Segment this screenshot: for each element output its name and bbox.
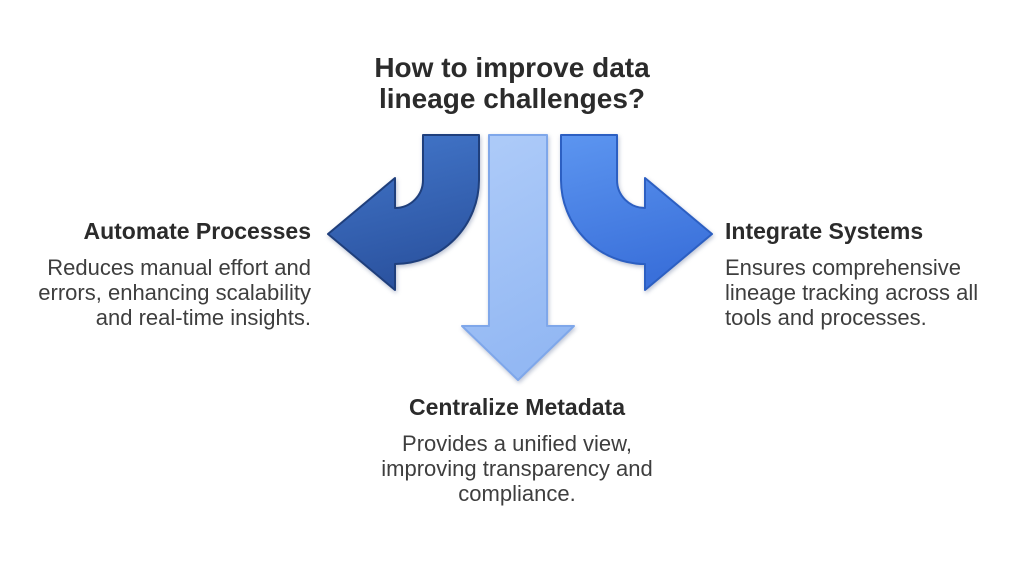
curved-right-arrow-icon <box>560 134 713 291</box>
item-centralize-metadata: Centralize Metadata Provides a unified v… <box>317 394 717 506</box>
item-body-integrate-systems: Ensures comprehensive lineage tracking a… <box>725 255 979 330</box>
item-automate-processes: Automate Processes Reduces manual effort… <box>1 218 311 330</box>
item-integrate-systems: Integrate Systems Ensures comprehensive … <box>725 218 1024 330</box>
item-heading-integrate-systems: Integrate Systems <box>725 218 924 244</box>
item-heading-automate-processes: Automate Processes <box>83 218 311 244</box>
page-title: How to improve data lineage challenges? <box>374 52 650 114</box>
item-heading-centralize-metadata: Centralize Metadata <box>408 394 625 420</box>
item-body-centralize-metadata: Provides a unified view, improving trans… <box>381 431 653 506</box>
item-body-automate-processes: Reduces manual effort and errors, enhanc… <box>38 255 311 330</box>
down-arrow-icon <box>461 134 575 381</box>
curved-left-arrow-icon <box>327 134 480 291</box>
